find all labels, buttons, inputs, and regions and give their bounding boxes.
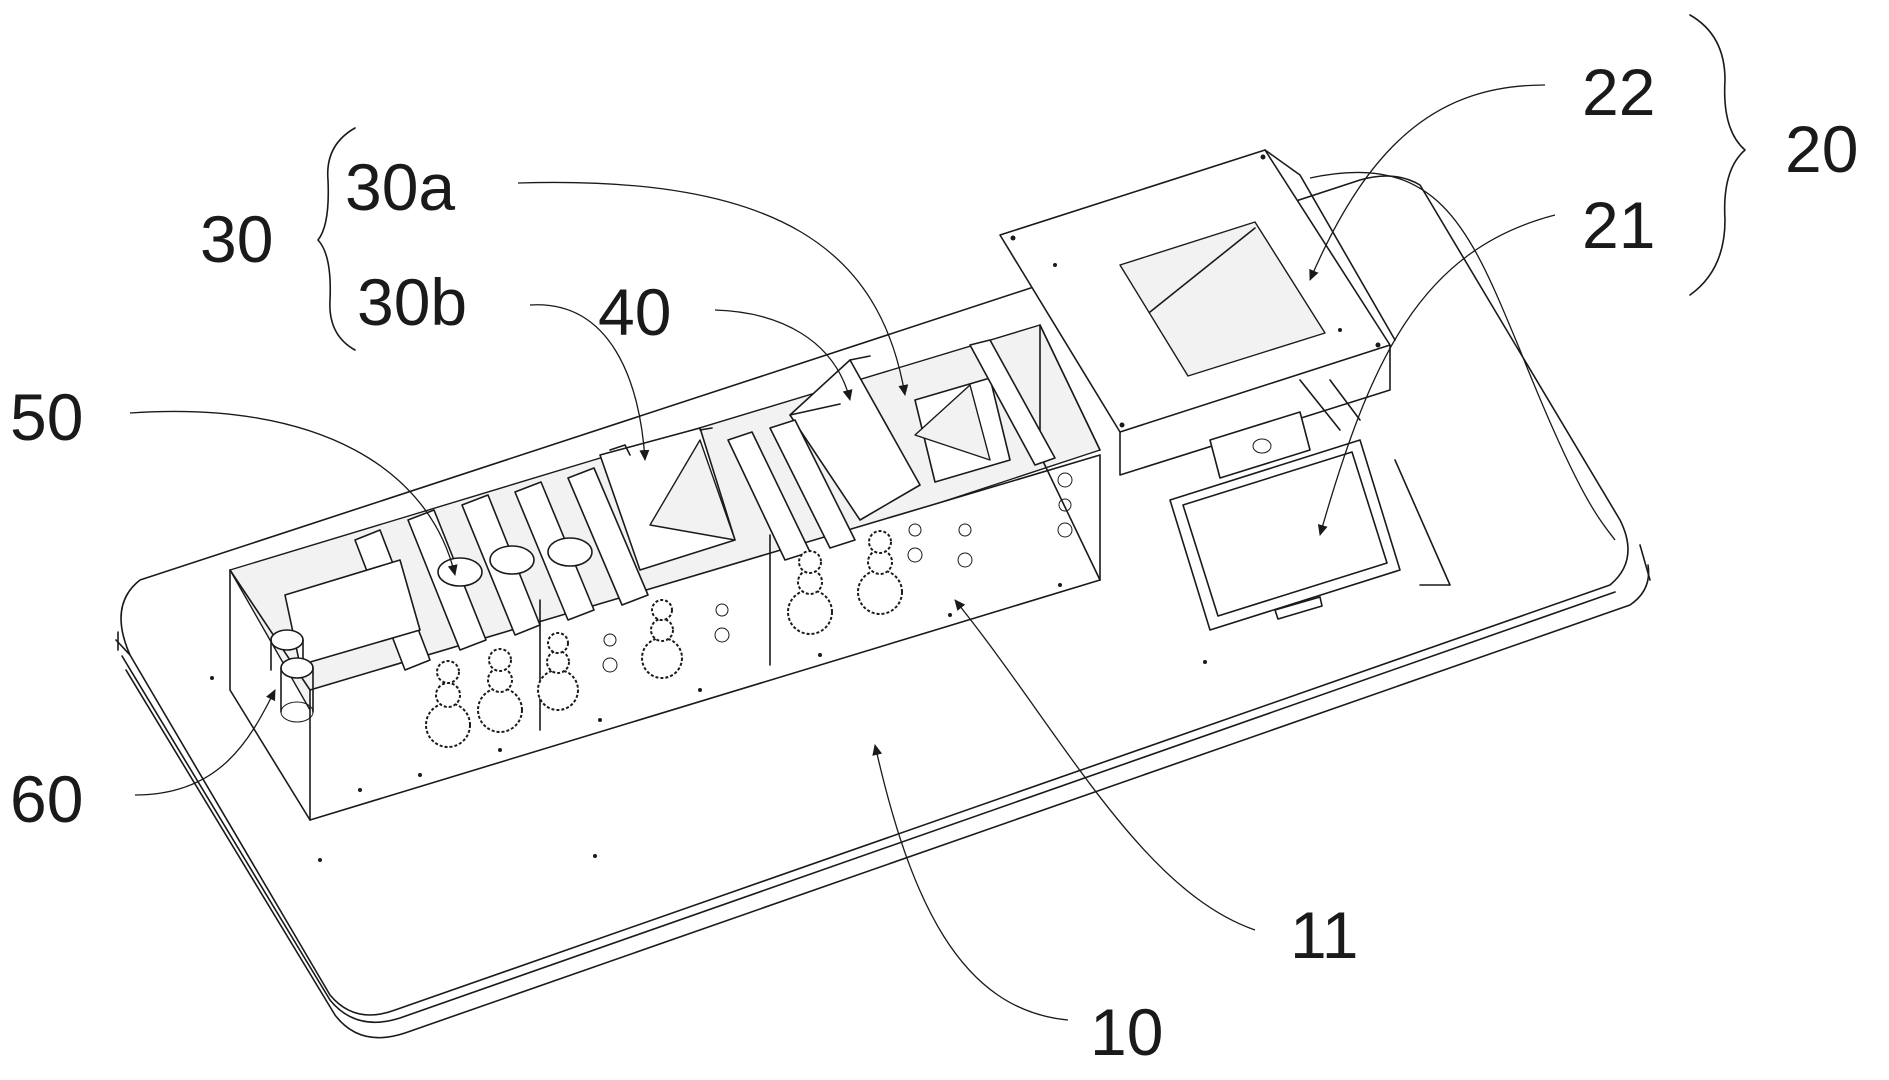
end-roller-group [270, 629, 314, 723]
label-30a: 30a [345, 150, 455, 224]
hopper-30a [914, 377, 1011, 483]
reference-labels: 30a 30b 30 40 50 60 22 21 20 11 10 [10, 55, 1858, 1069]
label-20: 20 [1785, 112, 1858, 186]
label-30: 30 [200, 202, 273, 276]
roller-group [284, 467, 649, 671]
label-21: 21 [1582, 188, 1655, 262]
label-11: 11 [1290, 898, 1359, 972]
deflector-plate [789, 355, 921, 521]
label-22: 22 [1582, 55, 1655, 129]
label-50: 50 [10, 380, 83, 454]
housing-rollers [727, 339, 1056, 561]
feed-box [999, 149, 1396, 476]
hopper-30b [599, 427, 736, 571]
label-10: 10 [1090, 995, 1163, 1069]
label-30b: 30b [357, 265, 467, 339]
display-panel [1169, 439, 1451, 631]
brace-20 [1689, 14, 1746, 296]
sensor-bracket [1209, 379, 1361, 479]
leader-lines [129, 84, 1616, 1021]
label-60: 60 [10, 762, 83, 836]
brace-30 [317, 127, 356, 351]
label-40: 40 [598, 275, 671, 349]
gears [425, 472, 1073, 748]
